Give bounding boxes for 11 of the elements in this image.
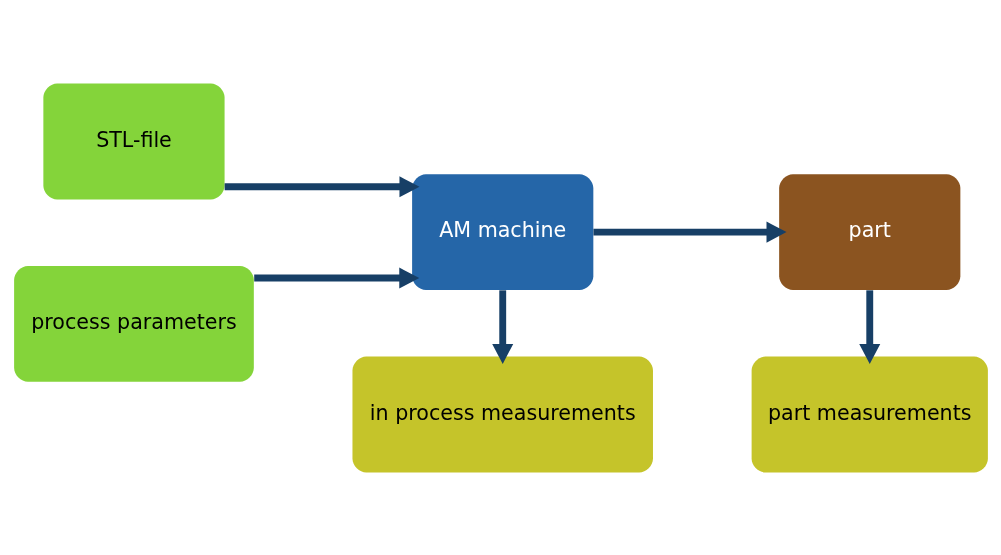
arrow	[224, 175, 419, 197]
arrow	[858, 289, 880, 364]
node-box: part	[778, 173, 960, 290]
node-box: STL-file	[42, 83, 225, 199]
arrow	[253, 267, 419, 288]
node-box: part measurements	[751, 356, 988, 472]
node-box: process parameters	[13, 265, 254, 382]
node-box: in process measurements	[351, 356, 653, 472]
arrow	[491, 289, 513, 364]
arrow	[592, 221, 786, 243]
node-box: AM machine	[411, 173, 593, 290]
